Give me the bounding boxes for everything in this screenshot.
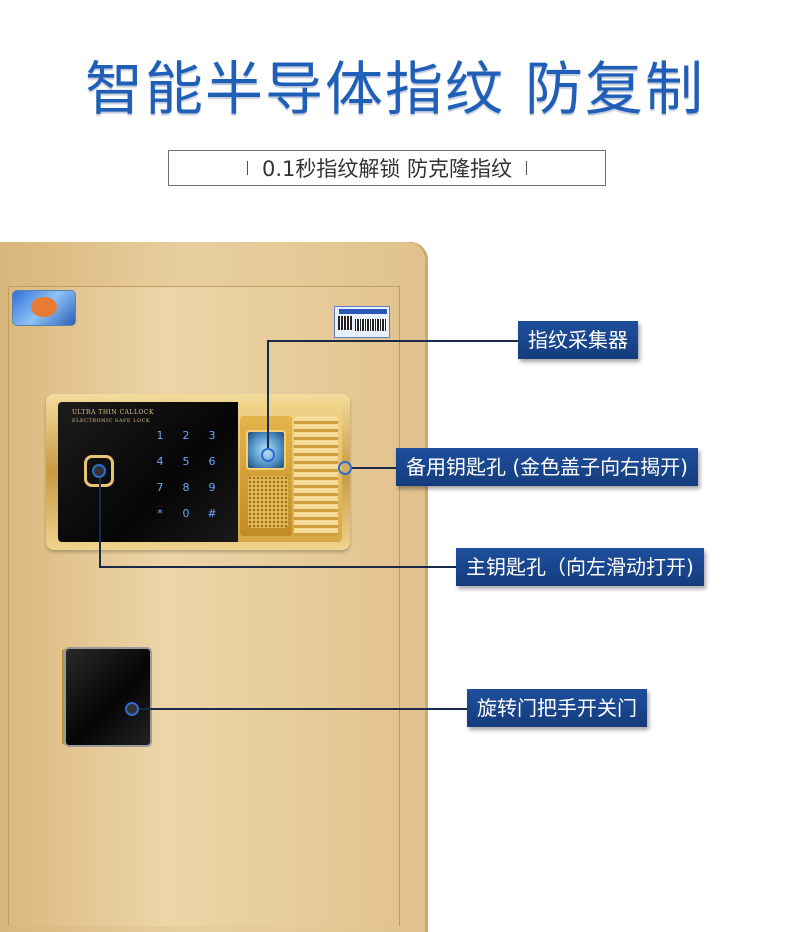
headline-tail: 防复制 [525, 55, 706, 123]
main-key-leader-v [99, 478, 101, 568]
lock-brand-text: ULTRA THIN CALLOCK [72, 409, 154, 416]
fingerprint-marker-icon [261, 448, 275, 462]
backup-key-marker-icon [338, 461, 352, 475]
qr-sticker-icon [334, 306, 390, 338]
keypad-key[interactable]: 9 [208, 481, 216, 494]
keypad-key[interactable]: 7 [156, 481, 164, 494]
backup-keyhole-grille [294, 416, 338, 536]
safe-door [8, 286, 400, 926]
door-handle[interactable] [64, 647, 152, 747]
backup-key-leader [352, 467, 396, 469]
fish-icon [31, 297, 57, 317]
divider-left [246, 161, 248, 175]
lock-brand-subtext: ELECTRONIC SAFE LOCK [72, 418, 151, 424]
subtitle-box: 0.1秒指纹解锁 防克隆指纹 [168, 150, 606, 186]
divider-right [526, 161, 528, 175]
backup-key-cover[interactable] [248, 476, 288, 528]
fingerprint-leader-v [267, 340, 269, 448]
keypad-key[interactable]: # [207, 507, 217, 520]
fingerprint-leader-h [267, 340, 518, 342]
subtitle-text: 0.1秒指纹解锁 防克隆指纹 [261, 157, 513, 181]
keypad-key[interactable]: 6 [208, 455, 216, 468]
headline: 智能半导体指纹防复制 [0, 42, 790, 126]
keypad-key[interactable]: * [157, 507, 163, 520]
keypad-key[interactable]: 5 [182, 455, 190, 468]
callout-main-key: 主钥匙孔（向左滑动打开) [456, 548, 704, 586]
keypad-key[interactable]: 1 [156, 429, 164, 442]
callout-handle: 旋转门把手开关门 [467, 689, 647, 727]
main-key-leader-h [99, 566, 456, 568]
handle-leader [139, 708, 467, 710]
keypad-key[interactable]: 2 [182, 429, 190, 442]
keypad-key[interactable]: 0 [182, 507, 190, 520]
handle-marker-icon [125, 702, 139, 716]
headline-main: 智能半导体指纹 [84, 55, 505, 123]
keypad-key[interactable]: 8 [182, 481, 190, 494]
keypad-panel [58, 402, 238, 542]
callout-fingerprint: 指纹采集器 [518, 321, 638, 359]
keypad-key[interactable]: 3 [208, 429, 216, 442]
callout-backup-key: 备用钥匙孔 (金色盖子向右揭开) [396, 448, 698, 486]
main-key-marker-icon [92, 464, 106, 478]
brand-logo-icon [12, 290, 76, 326]
keypad-key[interactable]: 4 [156, 455, 164, 468]
